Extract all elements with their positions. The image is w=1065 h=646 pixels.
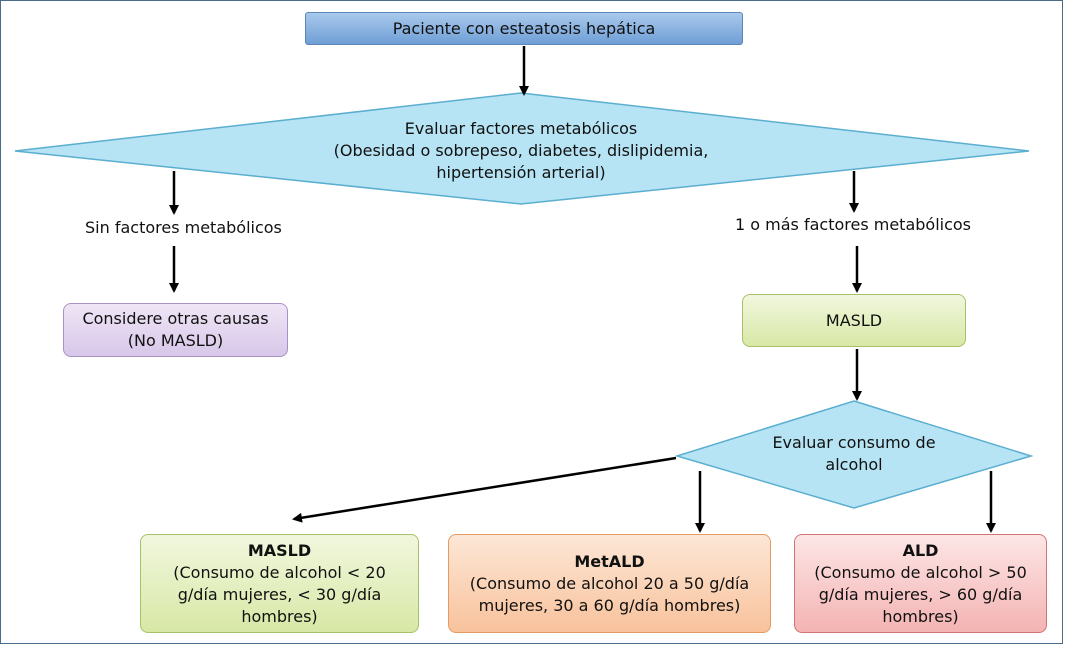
outcome-metald-title: MetALD — [574, 551, 645, 571]
alcohol-decision-diamond — [674, 400, 1034, 509]
outcome-ald-title: ALD — [902, 540, 939, 560]
start-box: Paciente con esteatosis hepática — [305, 12, 743, 45]
start-box-text: Paciente con esteatosis hepática — [392, 18, 656, 38]
masld-box: MASLD — [742, 294, 966, 347]
arrow-alcohol-to-masld-outcome — [292, 456, 677, 523]
outcome-masld-title: MASLD — [247, 540, 312, 560]
alcohol-decision-text: Evaluar consumo de alcohol — [772, 433, 936, 474]
branch-factors-label: 1 o más factores metabólicos — [735, 215, 972, 234]
other-causes-box: Considere otras causas (No MASLD) — [63, 303, 288, 357]
outcome-masld-box: MASLD (Consumo de alcohol < 20 g/día muj… — [140, 534, 419, 633]
outcome-metald-box: MetALD (Consumo de alcohol 20 a 50 g/día… — [448, 534, 771, 633]
metabolic-decision-diamond — [14, 92, 1030, 205]
branch-no-factors-label: Sin factores metabólicos — [85, 218, 282, 237]
outcome-ald-box: ALD (Consumo de alcohol > 50 g/día mujer… — [794, 534, 1047, 633]
metabolic-decision-text: Evaluar factores metabólicos (Obesidad o… — [333, 119, 709, 182]
